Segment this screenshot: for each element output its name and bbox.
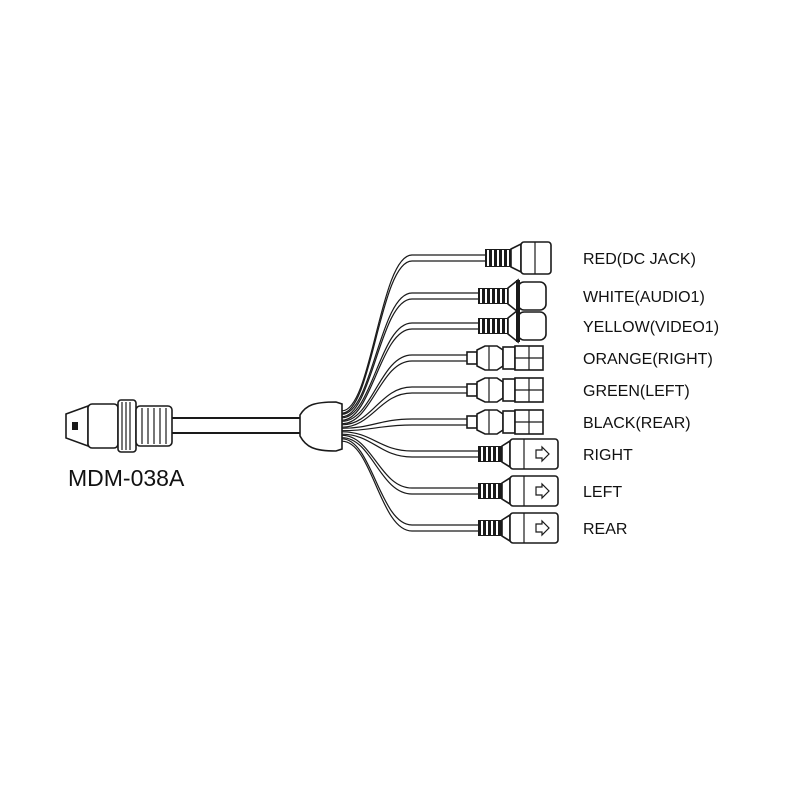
wire-right-2: [341, 433, 478, 458]
arrow-icon: [535, 445, 550, 463]
wire-black-rear-1: [341, 418, 467, 429]
wire-left-2: [341, 437, 478, 495]
connector-white-audio1: [478, 278, 547, 314]
connector-yellow-video1: [478, 308, 547, 344]
model-label: MDM-038A: [68, 465, 185, 491]
wire-red-dc-jack-2: [341, 260, 485, 414]
splitter-boot: [299, 401, 343, 452]
wire-white-audio1-1: [341, 292, 478, 415]
label-orange-right: ORANGE(RIGHT): [583, 351, 713, 368]
connectors: [466, 241, 559, 544]
connector-black-rear: [466, 409, 544, 435]
connector-left: [478, 475, 559, 507]
connector-labels: RED(DC JACK) WHITE(AUDIO1) YELLOW(VIDEO1) O…: [583, 251, 719, 538]
arrow-icon: [535, 519, 550, 537]
label-white-audio1: WHITE(AUDIO1): [583, 289, 705, 306]
main-plug: [65, 399, 173, 453]
label-right: RIGHT: [583, 447, 633, 464]
wire-green-left-2: [341, 392, 467, 428]
label-green-left: GREEN(LEFT): [583, 383, 690, 400]
wire-yellow-video1-1: [341, 322, 478, 419]
label-black-rear: BLACK(REAR): [583, 415, 691, 432]
connector-green-left: [466, 377, 544, 403]
label-rear: REAR: [583, 521, 627, 538]
wire-orange-right-2: [341, 360, 467, 425]
connector-right: [478, 438, 559, 470]
wire-white-audio1-2: [341, 298, 478, 418]
label-yellow-video1: YELLOW(VIDEO1): [583, 319, 719, 336]
wire-red-dc-jack-1: [341, 254, 485, 412]
connector-orange-right: [466, 345, 544, 371]
fan-out-wires: [341, 254, 485, 532]
label-left: LEFT: [583, 484, 622, 501]
label-red-dc-jack: RED(DC JACK): [583, 251, 696, 268]
wire-orange-right-1: [341, 354, 467, 422]
wire-rear-1: [341, 438, 478, 526]
wire-rear-2: [341, 440, 478, 532]
wire-right-1: [341, 431, 478, 452]
wire-green-left-1: [341, 386, 467, 426]
connector-red-dc-jack: [485, 241, 552, 275]
main-cable: [172, 417, 305, 434]
connector-rear: [478, 512, 559, 544]
wire-black-rear-2: [341, 424, 467, 432]
wire-left-1: [341, 434, 478, 489]
arrow-icon: [535, 482, 550, 500]
wire-yellow-video1-2: [341, 328, 478, 421]
